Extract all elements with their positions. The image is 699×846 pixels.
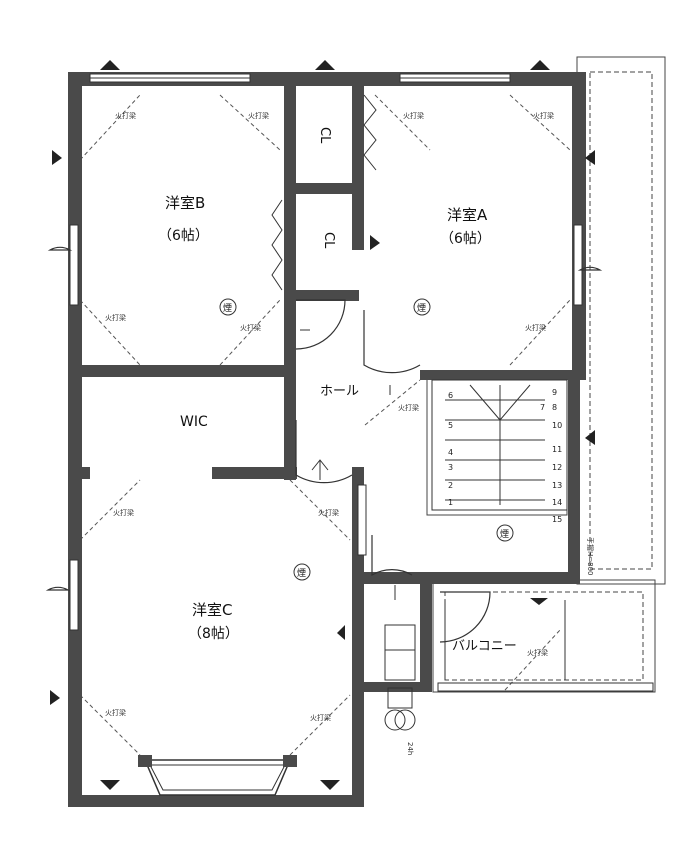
arrows bbox=[300, 329, 396, 600]
stair-step-label: 7 bbox=[540, 403, 545, 412]
detector-label: 煙 bbox=[297, 568, 306, 579]
room-b-size: （6帖） bbox=[158, 228, 209, 244]
detectors: 煙 煙 煙 煙 bbox=[219, 298, 514, 581]
smoke-detector-icon: 煙 bbox=[219, 298, 237, 316]
windows bbox=[69, 73, 583, 631]
fire-beam-label: 火打梁 bbox=[525, 323, 546, 332]
dimension-markers bbox=[50, 60, 595, 790]
fire-beam-label: 火打梁 bbox=[398, 403, 419, 412]
stair-step-label: 14 bbox=[552, 498, 562, 507]
stair-step-label: 11 bbox=[552, 445, 562, 454]
detector-label: 煙 bbox=[223, 303, 232, 314]
detector-label: 煙 bbox=[500, 529, 509, 540]
fire-beam-label: 火打梁 bbox=[113, 508, 134, 517]
room-a-size: （6帖） bbox=[440, 231, 491, 247]
stair-step-label: 6 bbox=[448, 391, 453, 400]
detector-label: 煙 bbox=[417, 303, 426, 314]
stair-numbers: 6 5 4 3 2 1 10 11 12 13 14 15 9 8 7 bbox=[448, 388, 562, 524]
bay-window bbox=[138, 755, 297, 796]
smoke-detector-icon: 煙 bbox=[293, 563, 311, 581]
wic-label: WIC bbox=[180, 414, 208, 430]
stair-step-label: 2 bbox=[448, 481, 453, 490]
stair-step-label: 1 bbox=[448, 498, 453, 507]
fire-beam-label: 火打梁 bbox=[240, 323, 261, 332]
fire-beam-label: 火打梁 bbox=[403, 111, 424, 120]
closet-2-label: CL bbox=[321, 232, 336, 249]
closet-1-label: CL bbox=[317, 127, 332, 144]
fire-beam-label: 火打梁 bbox=[527, 648, 548, 657]
staircase bbox=[431, 379, 568, 511]
stair-step-label: 9 bbox=[552, 388, 557, 397]
hall-label: ホール bbox=[320, 384, 359, 399]
room-c-size: （8帖） bbox=[188, 626, 239, 642]
stair-handrail-note: 手摺H=800 bbox=[586, 537, 595, 576]
stair-step-label: 8 bbox=[552, 403, 557, 412]
fixtures bbox=[384, 624, 416, 731]
fire-beam-label: 火打梁 bbox=[310, 713, 331, 722]
stair-step-label: 15 bbox=[552, 515, 562, 524]
stair-step-label: 10 bbox=[552, 421, 562, 430]
stair-step-label: 3 bbox=[448, 463, 453, 472]
fire-beam-label: 火打梁 bbox=[115, 111, 136, 120]
fire-beam-label: 火打梁 bbox=[105, 313, 126, 322]
fire-beam-labels: 火打梁 火打梁 火打梁 火打梁 火打梁 火打梁 火打梁 火打梁 火打梁 火打梁 … bbox=[105, 111, 554, 722]
fire-beam-label: 火打梁 bbox=[105, 708, 126, 717]
closet-doors bbox=[271, 94, 377, 291]
fire-beam-label: 火打梁 bbox=[248, 111, 269, 120]
smoke-detector-icon: 煙 bbox=[496, 524, 514, 542]
smoke-detector-icon: 煙 bbox=[413, 298, 431, 316]
fire-beam-label: 火打梁 bbox=[318, 508, 339, 517]
doors bbox=[45, 246, 603, 643]
fire-beam-lines bbox=[79, 94, 571, 756]
balcony-railing bbox=[437, 600, 654, 692]
stair-step-label: 4 bbox=[448, 448, 453, 457]
room-labels: 洋室B （6帖） 洋室A （6帖） 洋室C （8帖） WIC ホール バルコニー… bbox=[158, 127, 517, 654]
fire-beam-label: 火打梁 bbox=[533, 111, 554, 120]
fan-note: 24h bbox=[406, 742, 414, 755]
stair-step-label: 13 bbox=[552, 481, 562, 490]
balcony-label: バルコニー bbox=[452, 639, 517, 654]
stair-step-label: 12 bbox=[552, 463, 562, 472]
room-a-name: 洋室A bbox=[447, 206, 488, 224]
room-b-name: 洋室B bbox=[165, 194, 205, 212]
room-c-name: 洋室C bbox=[192, 601, 232, 619]
stair-step-label: 5 bbox=[448, 421, 453, 430]
